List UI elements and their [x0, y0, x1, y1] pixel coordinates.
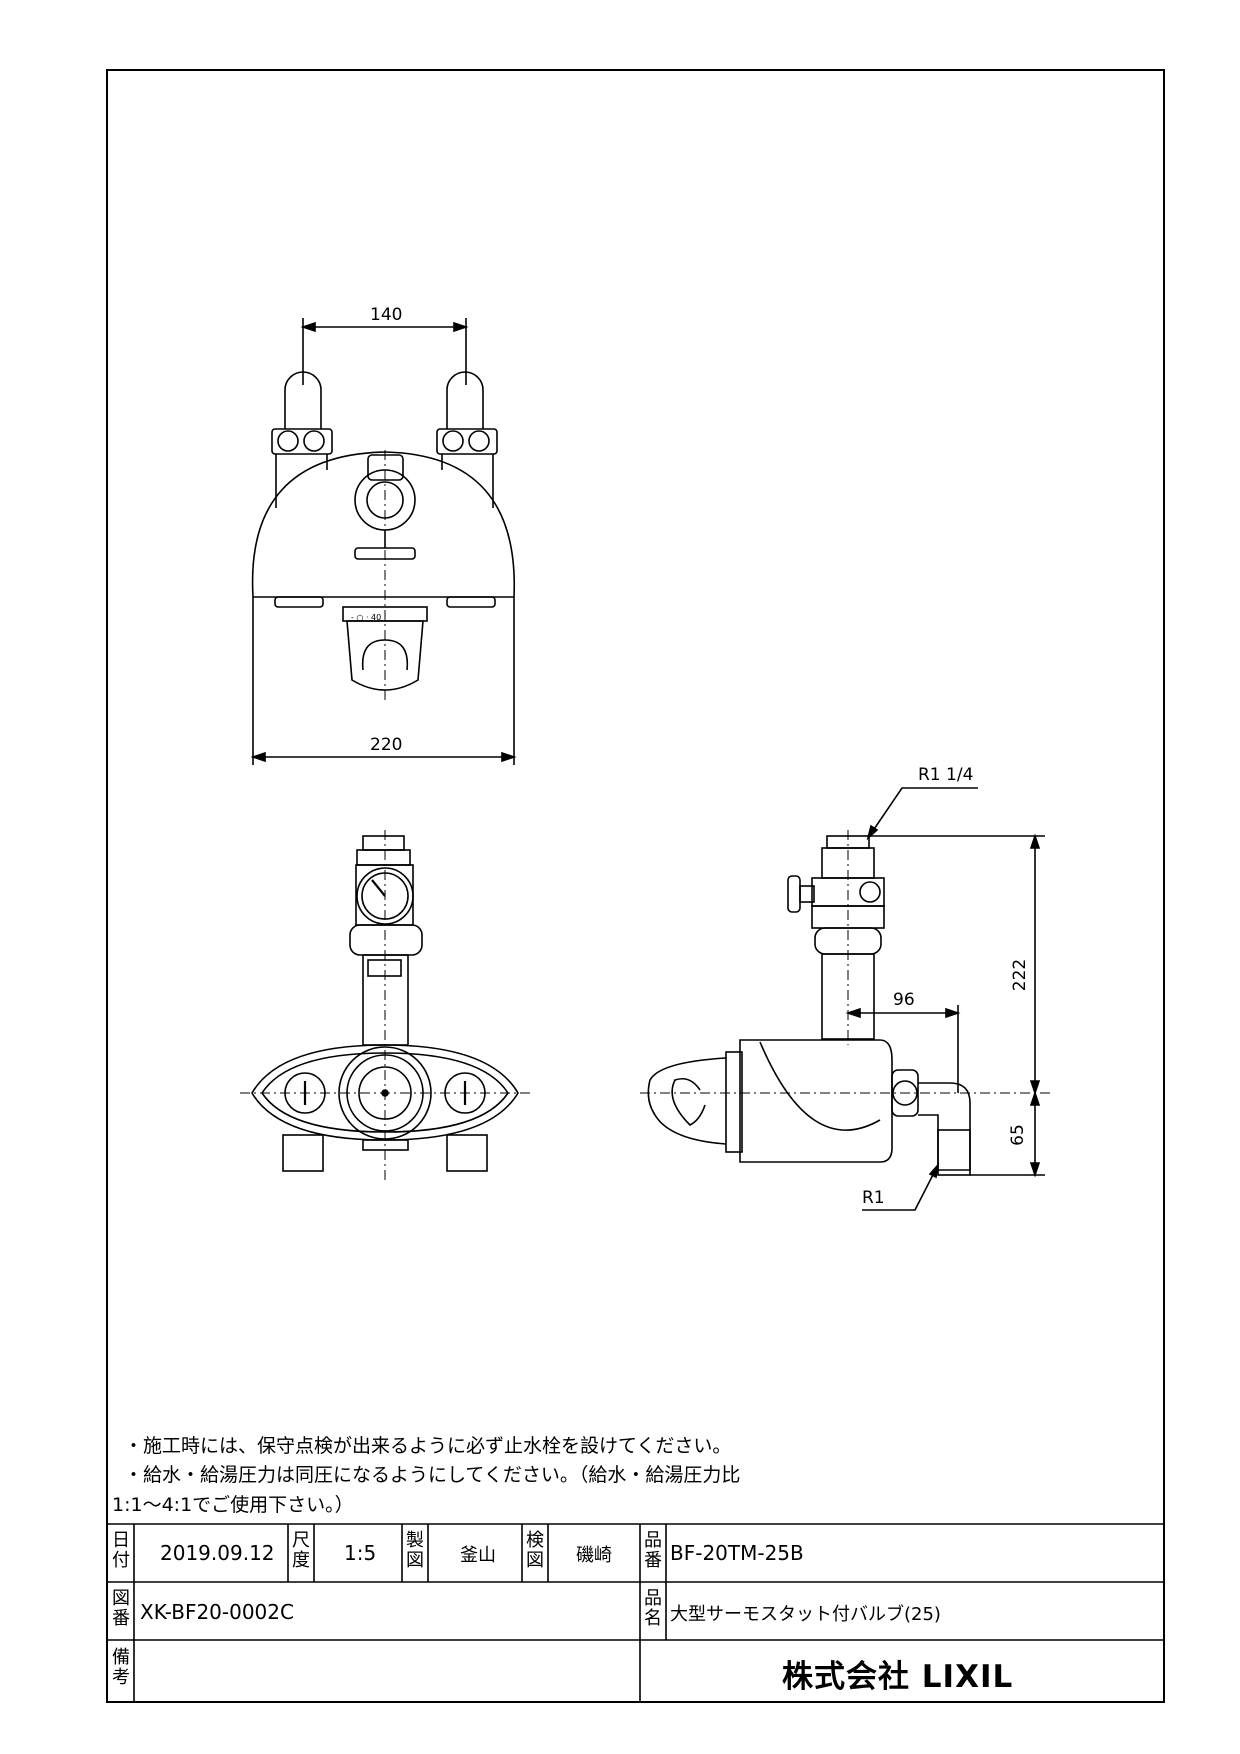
- note-3: 1:1～4:1でご使用下さい。）: [112, 1494, 354, 1516]
- dim-outlet-height: 65: [1007, 1124, 1028, 1146]
- drawing-no-label: 図番: [112, 1588, 130, 1629]
- remarks-label: 備考: [112, 1647, 130, 1688]
- checked-by: 磯崎: [576, 1545, 612, 1566]
- dim-height-total: 222: [1010, 958, 1031, 992]
- sheet-border: [106, 69, 1165, 1703]
- date-value: 2019.09.12: [160, 1541, 275, 1565]
- front-view: [250, 318, 517, 765]
- dim-offset: 96: [893, 990, 915, 1010]
- dim-base-width: 220: [370, 735, 403, 755]
- side-view: [640, 787, 1050, 1211]
- dial-marks: - ○ · 40: [351, 613, 382, 622]
- note-2: ・給水・給湯圧力は同圧になるようにしてください。（給水・給湯圧力比: [124, 1464, 741, 1486]
- part-no-label: 品番: [644, 1530, 662, 1571]
- date-label: 日付: [112, 1530, 130, 1571]
- product-name: 大型サーモスタット付バルブ(25): [670, 1604, 941, 1625]
- title-block: [107, 1523, 1164, 1702]
- note-1: ・施工時には、保守点検が出来るように必ず止水栓を設けてください。: [124, 1435, 732, 1457]
- drawing-no: XK-BF20-0002C: [140, 1600, 294, 1624]
- bottom-front-view: [240, 830, 530, 1180]
- product-name-label: 品名: [644, 1588, 662, 1629]
- dim-top-width: 140: [370, 305, 403, 325]
- drawn-by: 釜山: [460, 1545, 496, 1566]
- part-no: BF-20TM-25B: [670, 1541, 804, 1565]
- scale-value: 1:5: [344, 1541, 377, 1565]
- drawn-label: 製図: [406, 1530, 424, 1571]
- dim-inlet-thread: R1 1/4: [918, 765, 974, 785]
- company-logo: 株式会社 LIXIL: [782, 1659, 1014, 1695]
- dim-outlet-thread: R1: [862, 1188, 885, 1208]
- scale-label: 尺度: [292, 1530, 310, 1571]
- checked-label: 検図: [526, 1530, 544, 1571]
